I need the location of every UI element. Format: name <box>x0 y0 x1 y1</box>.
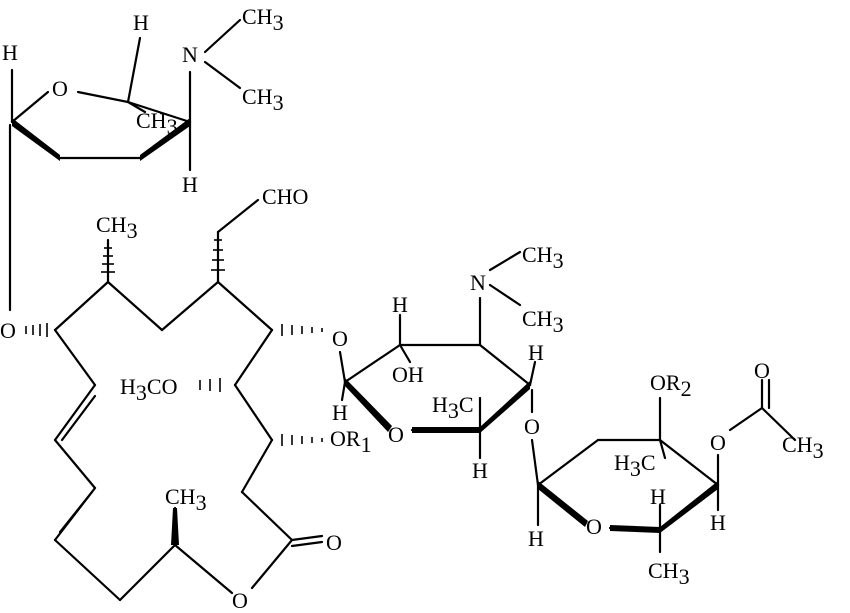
atom-o-ring3: O <box>586 514 602 539</box>
wedge-bond-ring1-left <box>12 118 60 161</box>
atom-n-top: N <box>182 42 198 67</box>
wedge-bond-ring3-left <box>538 481 588 527</box>
wedge-bond-ring2-bottom <box>412 427 480 433</box>
macrolide-ring <box>53 198 324 602</box>
atom-o-ring1: O <box>52 76 68 101</box>
wedge-bond-ring2-left <box>345 378 392 432</box>
atom-h-ring3-2: H <box>710 510 726 535</box>
atom-ch3-n-top-2: CH3 <box>242 84 284 115</box>
sugar-ring-right <box>530 378 797 554</box>
atom-h3co: H3CO <box>120 374 177 405</box>
wedge-bond-ring3-right <box>660 481 718 533</box>
atom-h-top-left: H <box>2 40 18 65</box>
atom-o-ring2: O <box>388 422 404 447</box>
atom-o-lactone: O <box>232 588 248 613</box>
atom-ch3-macro-top: CH3 <box>96 212 138 243</box>
atom-h3c-ring2: H3C <box>432 392 474 423</box>
sugar-ring-top <box>10 18 242 172</box>
atom-ch3-lactone: CH3 <box>165 484 207 515</box>
atom-o-lactone-dbl: O <box>326 530 342 555</box>
atom-ch3-n-top-1: CH3 <box>242 4 284 35</box>
atom-h-sugar2-right: H <box>528 340 544 365</box>
wedge-bond-lactone-methyl <box>171 508 179 545</box>
wedge-bond-ring2-right <box>480 381 530 433</box>
sugar-ring-middle <box>338 250 537 460</box>
atom-n-mid: N <box>470 270 486 295</box>
atom-h-sugar2-anomeric: H <box>332 400 348 425</box>
atom-h-sugar2-1: H <box>392 292 408 317</box>
atom-o-ester-dbl: O <box>754 358 770 383</box>
atom-or1: OR1 <box>330 426 372 457</box>
hashed-bonds <box>25 239 323 446</box>
atom-ch3-ring3: CH3 <box>648 558 690 589</box>
atom-ch3-n-mid-1: CH3 <box>522 242 564 273</box>
atom-h-ring2-bottom: H <box>472 458 488 483</box>
atom-h3c-ring3: H3C <box>614 450 656 481</box>
atom-ch3-ester: CH3 <box>782 432 824 463</box>
atom-o-sugar-link: O <box>332 326 348 351</box>
atom-ch3-ring1: CH3 <box>136 108 178 139</box>
atom-h-ring3-anomeric: H <box>528 526 544 551</box>
atom-o-left-link: O <box>0 318 16 343</box>
atom-h-ring3-1: H <box>650 484 666 509</box>
atom-oh-sugar2: OH <box>392 362 424 387</box>
atom-cho: CHO <box>262 184 308 209</box>
atom-o-ester: O <box>710 430 726 455</box>
atom-h-ring1-top: H <box>133 10 149 35</box>
atom-o-mid-link: O <box>524 414 540 439</box>
wedge-bond-ring3-bottom <box>610 525 660 533</box>
wedge-bond-ring1-right <box>140 118 190 161</box>
atom-ch3-n-mid-2: CH3 <box>522 306 564 337</box>
atom-h-ring1-bottom: H <box>182 172 198 197</box>
atom-or2: OR2 <box>650 370 692 401</box>
